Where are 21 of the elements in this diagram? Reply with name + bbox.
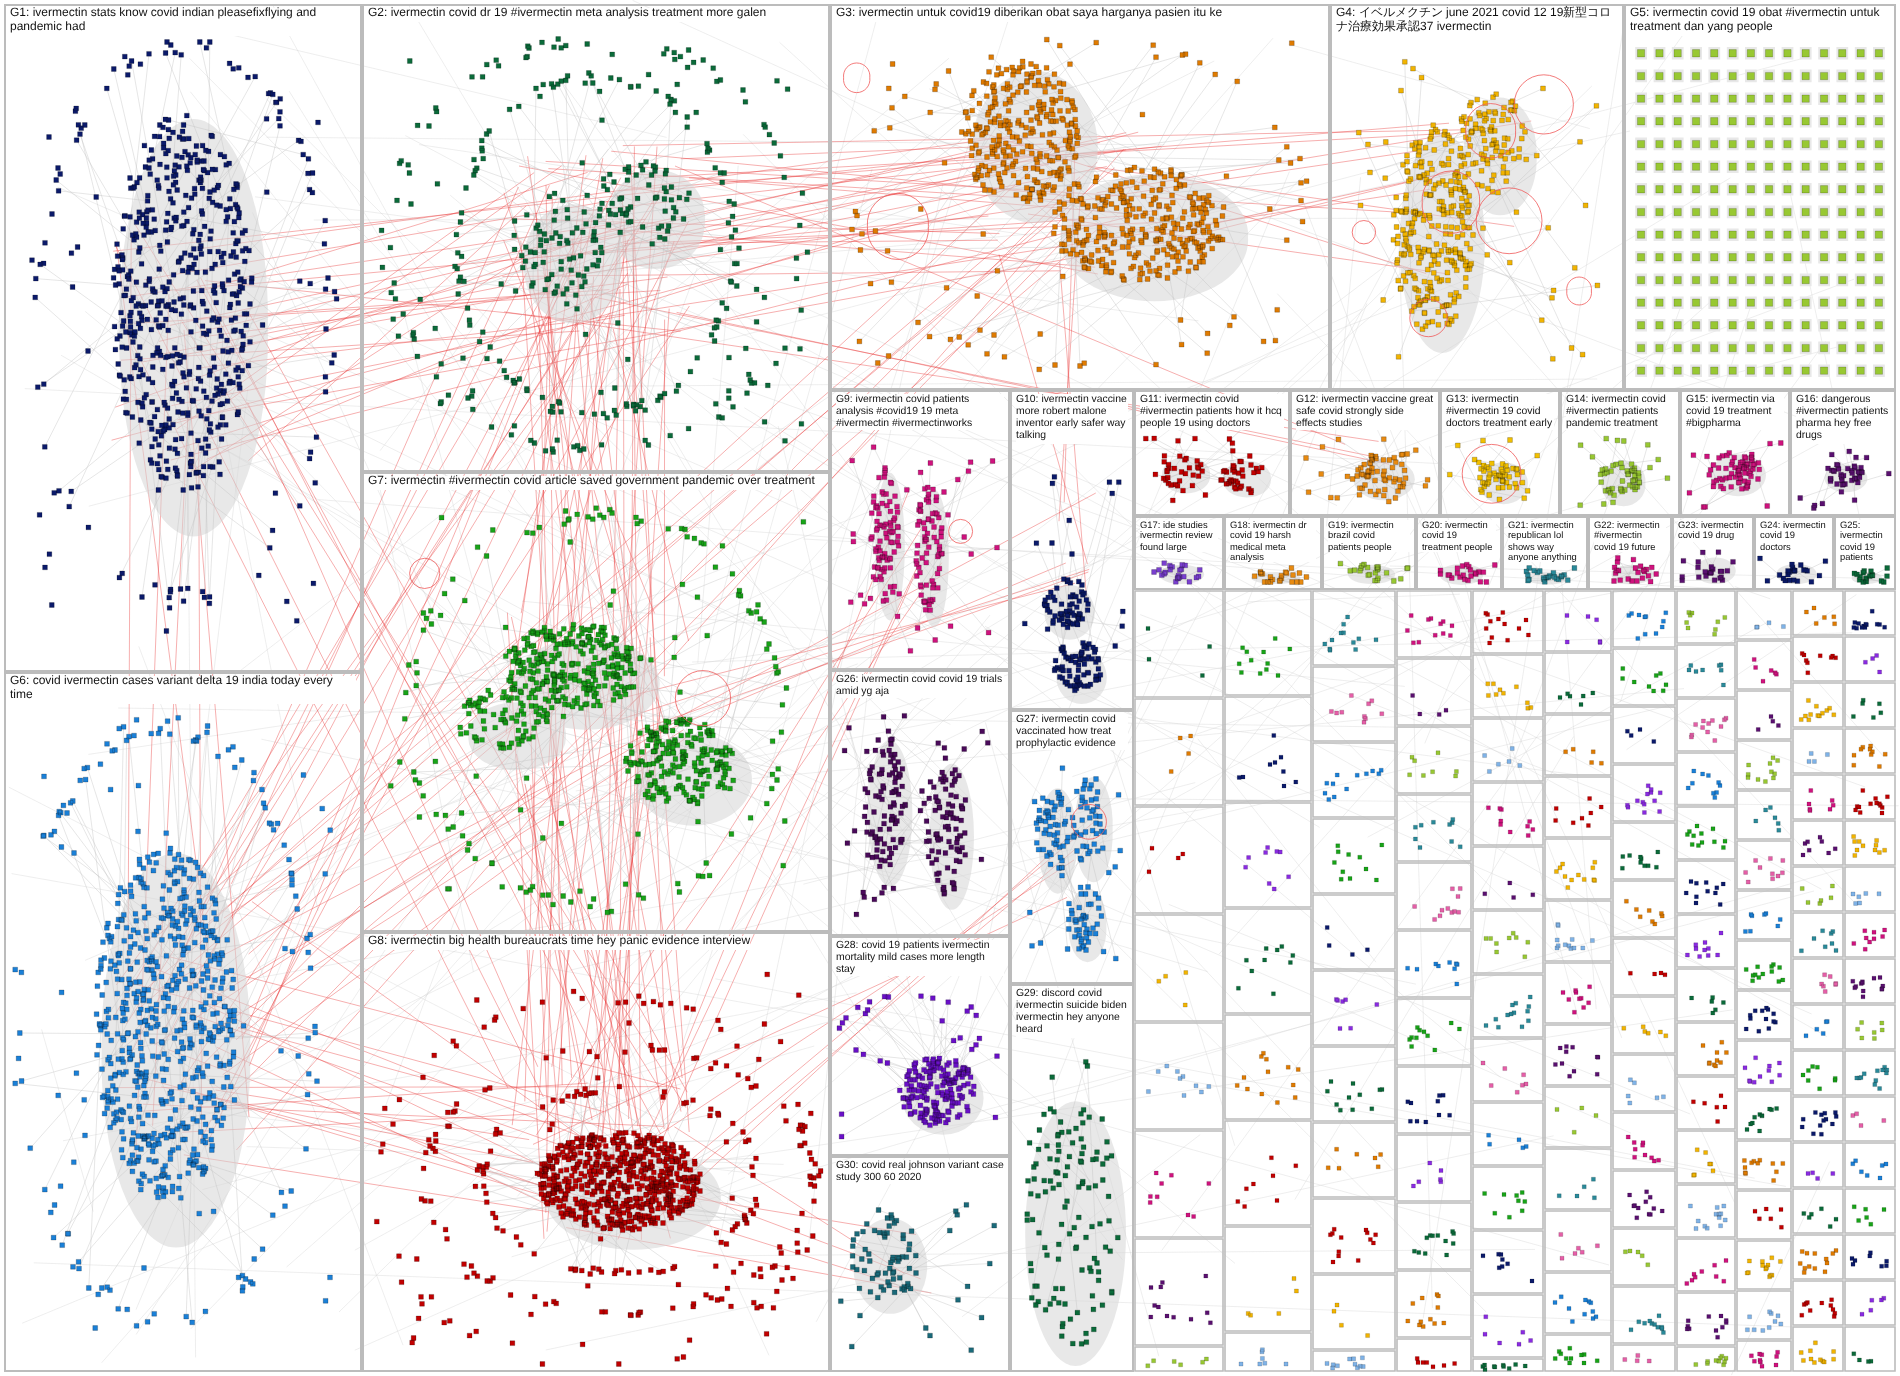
group-panel	[1588, 516, 1672, 590]
group-panel	[1440, 390, 1560, 516]
group-panel	[1560, 390, 1680, 516]
group-panel	[1680, 390, 1790, 516]
group-panel	[1010, 984, 1134, 1372]
group-panel	[1322, 516, 1416, 590]
group-panel	[1672, 516, 1754, 590]
group-panel	[1010, 710, 1134, 984]
group-panel	[1790, 390, 1896, 516]
group-panel	[1134, 516, 1224, 590]
group-panel	[1224, 516, 1322, 590]
group-panel	[1134, 390, 1290, 516]
group-panel	[1502, 516, 1588, 590]
group-panel	[830, 1156, 1010, 1372]
group-panel	[830, 390, 1010, 670]
group-panel	[1010, 390, 1134, 710]
group-panel	[830, 936, 1010, 1156]
group-panel	[1416, 516, 1502, 590]
group-panel	[1290, 390, 1440, 516]
group-panel	[1834, 516, 1896, 590]
group-panel	[1754, 516, 1834, 590]
